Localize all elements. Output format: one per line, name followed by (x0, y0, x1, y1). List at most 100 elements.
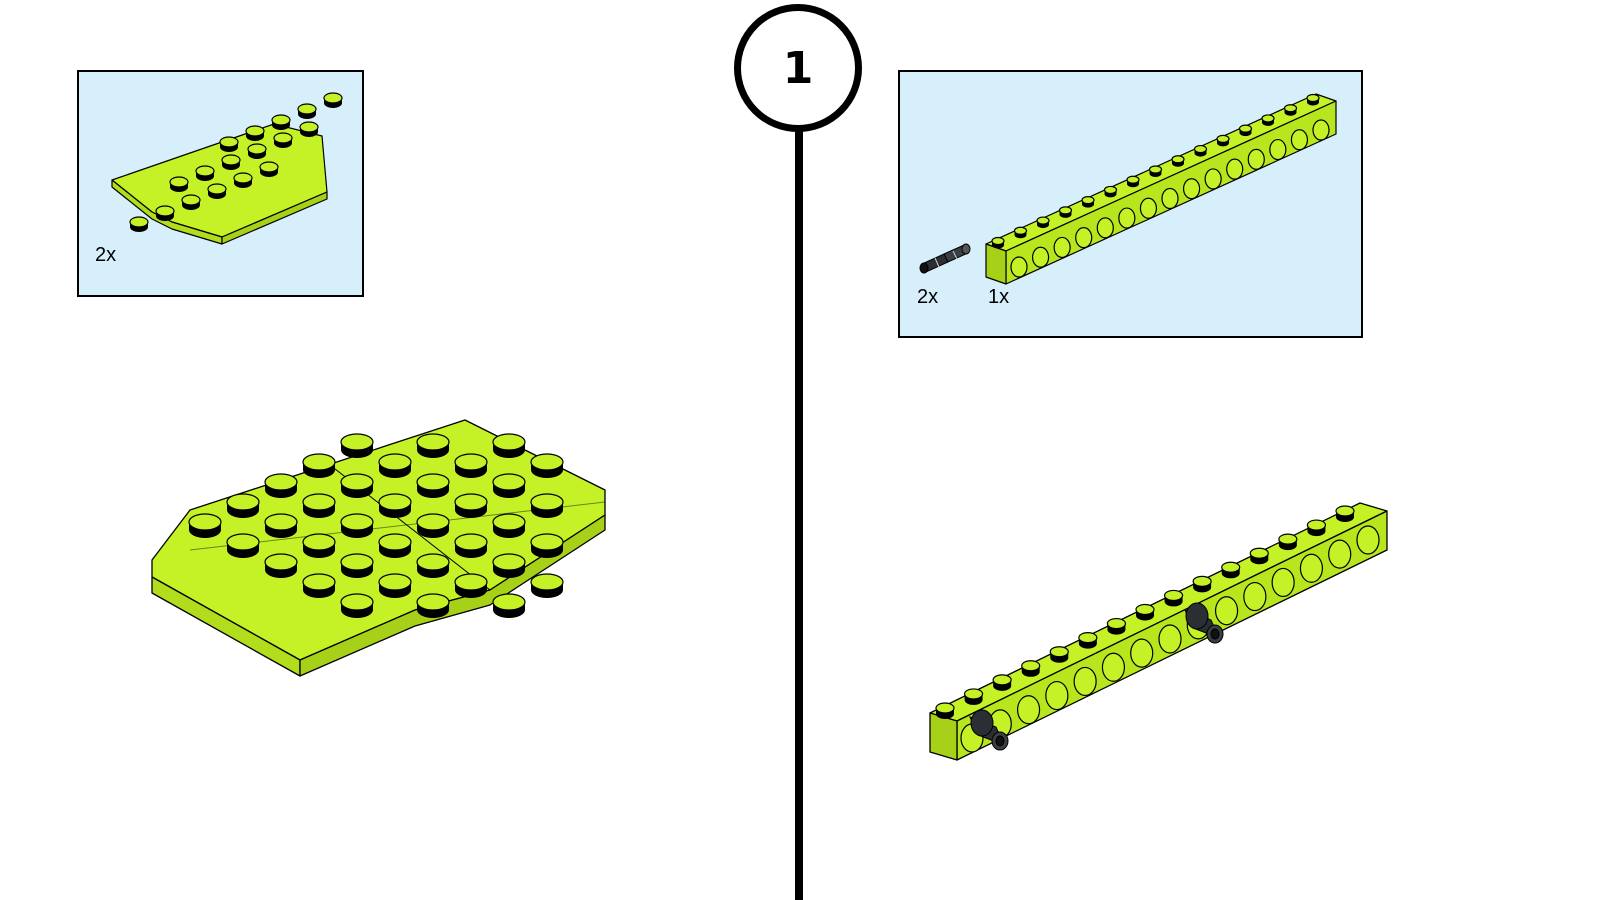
parts-quantity-beam: 1x (988, 286, 1010, 308)
stud (247, 143, 267, 159)
beam-hole (1312, 119, 1330, 141)
step-number-badge: 1 (734, 4, 862, 132)
beam-hole (1243, 581, 1267, 612)
beam-hole (1299, 553, 1324, 583)
beam-hole (1182, 178, 1201, 200)
stud (1078, 632, 1098, 649)
stud (297, 103, 317, 119)
beam-hole (1356, 525, 1380, 555)
stud (273, 132, 293, 148)
beam-hole (1075, 227, 1093, 249)
stud (219, 136, 239, 152)
stud (378, 533, 412, 558)
technic-pin-icon (919, 243, 971, 274)
parts-callout-left: 2x (77, 70, 364, 297)
stud (1103, 185, 1118, 198)
stud (492, 553, 526, 578)
stud (323, 92, 343, 108)
stud (155, 205, 175, 221)
step-divider-line (795, 130, 803, 900)
stud (129, 216, 149, 232)
stud (1013, 226, 1028, 239)
stud (1163, 589, 1184, 607)
stud (1081, 196, 1095, 208)
beam-hole (1139, 197, 1158, 219)
stud (195, 165, 215, 181)
stud (299, 121, 319, 137)
stud (1148, 165, 1163, 177)
stud (259, 161, 279, 177)
stud (378, 493, 412, 518)
beam-hole (1269, 138, 1287, 161)
stud (492, 513, 526, 538)
stud (416, 433, 450, 458)
beam-hole (1214, 596, 1239, 626)
stud (302, 533, 336, 558)
stud (221, 154, 241, 170)
stud (226, 533, 260, 558)
stud (416, 513, 450, 538)
stud (1058, 206, 1073, 218)
beam-hole (1031, 246, 1050, 268)
stud (1278, 533, 1298, 551)
stud (991, 236, 1005, 249)
stud (1036, 216, 1050, 229)
stud (1193, 144, 1208, 157)
stud (1306, 519, 1327, 537)
stud (1192, 575, 1212, 593)
beam-hole (1290, 129, 1309, 151)
beam-hole (1204, 168, 1222, 190)
stud (992, 674, 1012, 691)
stud (416, 593, 450, 618)
beam-hole (1226, 158, 1244, 180)
beam-hole (1118, 207, 1136, 229)
stud (1171, 155, 1185, 167)
beam-hole (1010, 256, 1028, 278)
stud (245, 125, 265, 141)
stud (1238, 124, 1253, 137)
technic-pin-icon (969, 709, 1009, 751)
stud (378, 573, 412, 598)
stud (302, 453, 336, 478)
beam-hole (1271, 567, 1295, 598)
stud (1306, 93, 1320, 106)
stud (1216, 134, 1230, 147)
parts-quantity-pin: 2x (917, 286, 939, 308)
beam-hole (1045, 680, 1069, 711)
stud (454, 493, 488, 518)
stud (454, 453, 488, 478)
stud (1021, 660, 1041, 677)
stud (530, 573, 564, 598)
stud (1261, 114, 1275, 126)
stud (207, 183, 227, 199)
stud (454, 573, 488, 598)
assembled-wedge-plates (151, 419, 606, 677)
beam-hole (1130, 638, 1154, 668)
stud (340, 513, 374, 538)
beam-hole (1158, 624, 1182, 654)
beam-hole (1096, 217, 1114, 239)
stud (181, 194, 201, 210)
stud (1135, 603, 1155, 621)
technic-pin-icon (1184, 602, 1224, 644)
beam-hole (1101, 652, 1126, 682)
stud (340, 553, 374, 578)
stud (378, 453, 412, 478)
stud (1106, 617, 1127, 635)
stud (264, 513, 298, 538)
beam-hole (1328, 539, 1352, 569)
stud (264, 553, 298, 578)
assembled-beam-with-pins (929, 502, 1388, 761)
stud (302, 573, 336, 598)
stud (1049, 646, 1069, 663)
stud (233, 172, 253, 188)
parts-quantity-plate: 2x (95, 244, 117, 266)
stud (1126, 175, 1140, 188)
parts-callout-right: 2x 1x (898, 70, 1363, 338)
stud (454, 533, 488, 558)
stud (169, 176, 189, 192)
stud (492, 593, 526, 618)
beam-hole (1016, 695, 1041, 725)
beam-hole (1161, 187, 1179, 210)
step-number: 1 (782, 42, 814, 94)
